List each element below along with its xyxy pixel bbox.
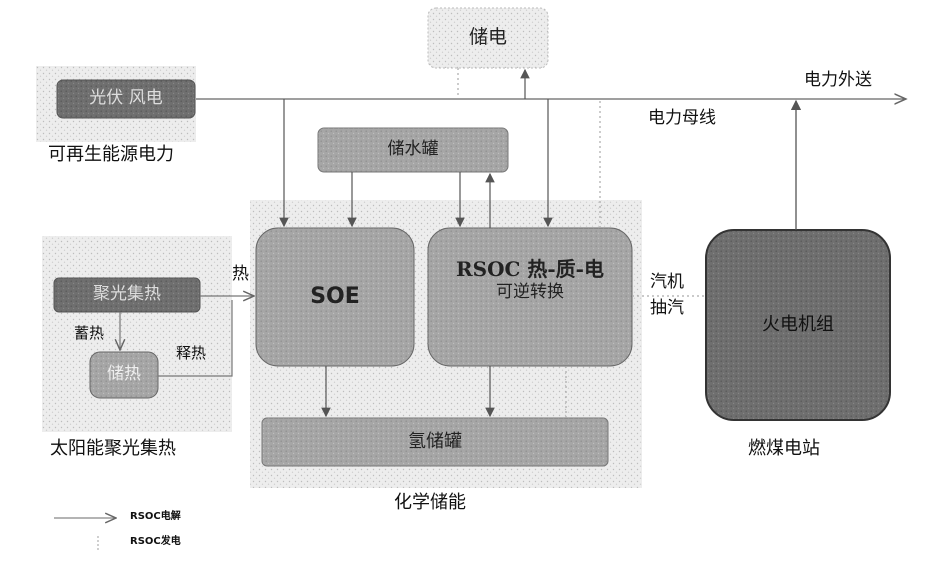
coal-plant-label: 燃煤电站 [748, 440, 820, 458]
heat-store-label: 储热 [90, 352, 158, 398]
extract-steam-label: 抽汽 [650, 300, 684, 317]
soe-label: SOE [256, 228, 414, 366]
renewable-power-label: 可再生能源电力 [48, 146, 174, 164]
solar-region [42, 236, 232, 432]
rsoc-title: RSOC 热-质-电 [456, 257, 604, 282]
concentrator-label: 聚光集热 [54, 278, 200, 312]
legend-electrolysis-label: RSOC电解 [130, 512, 181, 522]
heat-label: 热 [232, 266, 249, 283]
hydrogen-tank-label: 氢储罐 [262, 418, 608, 466]
rsoc-subtitle: 可逆转换 [496, 282, 564, 303]
turbine-label: 汽机 [650, 274, 684, 291]
power-export-label: 电力外送 [804, 72, 872, 89]
store-heat-label: 蓄热 [74, 326, 104, 341]
legend-generation-label: RSOC发电 [130, 537, 181, 547]
release-heat-label: 释热 [176, 346, 206, 361]
chemical-storage-label: 化学储能 [394, 494, 466, 512]
rsoc-label: RSOC 热-质-电 可逆转换 [428, 240, 632, 320]
thermal-unit-label: 火电机组 [706, 230, 890, 420]
solar-thermal-label: 太阳能聚光集热 [50, 440, 176, 458]
pv-wind-label: 光伏 风电 [57, 80, 195, 118]
power-bus-label: 电力母线 [648, 110, 716, 127]
water-tank-label: 储水罐 [318, 128, 508, 172]
storage-label: 储电 [428, 8, 548, 68]
